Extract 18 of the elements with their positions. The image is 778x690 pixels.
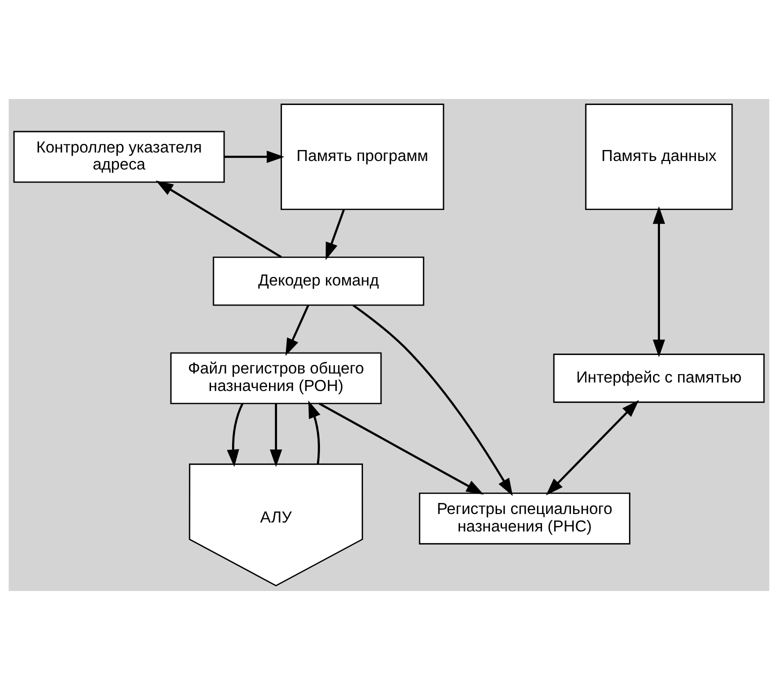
node-box: Память данных (585, 104, 733, 210)
arrow (318, 402, 484, 495)
node-box: Интерфейс с памятью (553, 354, 765, 403)
arrow (224, 150, 284, 163)
arrow (652, 206, 666, 358)
arrow (352, 304, 513, 496)
node-box: Контроллер указателя адреса (13, 130, 225, 183)
arrow (156, 180, 282, 258)
arrow (546, 400, 639, 496)
arrow (326, 209, 345, 260)
node-box: Файл регистров общего назначения (РОН) (170, 352, 382, 404)
arrow (285, 304, 310, 356)
node-box: Память программ (280, 104, 444, 210)
node-box: Регистры специального назначения (РНС) (418, 492, 630, 544)
arrow (226, 403, 244, 468)
node-box: Декодер команд (212, 256, 424, 306)
arrow (308, 400, 320, 464)
arrow (270, 404, 282, 468)
